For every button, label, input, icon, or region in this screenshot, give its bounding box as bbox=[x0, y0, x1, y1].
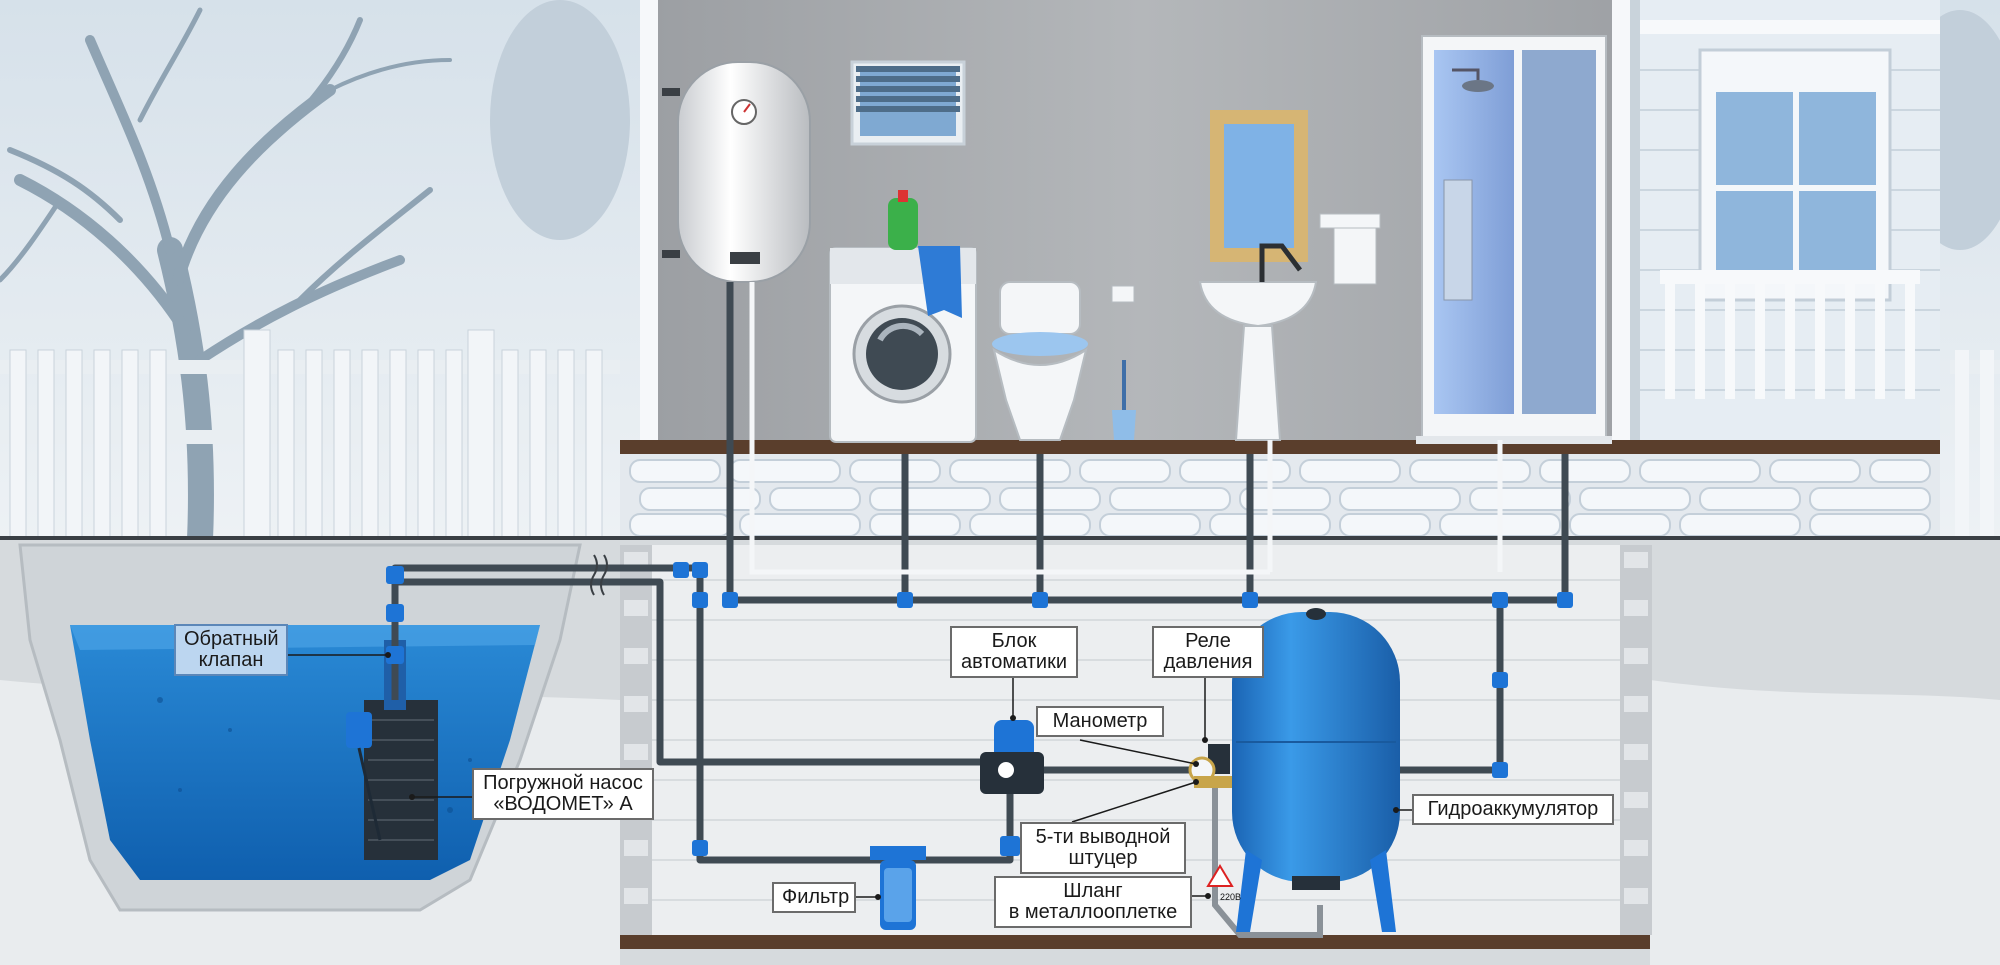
pump-label: Погружной насос «ВОДОМЕТ» А bbox=[472, 768, 654, 820]
sink bbox=[1198, 110, 1381, 441]
pressure-relay-label-line-2: давления bbox=[1163, 651, 1253, 673]
manometer-label: Манометр bbox=[1036, 706, 1164, 737]
fence-left bbox=[0, 329, 620, 541]
accumulator-label-line-1: Гидроаккумулятор bbox=[1427, 798, 1599, 820]
hose-label: Шланг в металлооплетке bbox=[994, 876, 1192, 928]
hose-label-line-2: в металлооплетке bbox=[1008, 901, 1178, 923]
washing-machine bbox=[829, 190, 977, 443]
accumulator-label: Гидроаккумулятор bbox=[1412, 794, 1614, 825]
leader-lines bbox=[284, 654, 1412, 898]
hydraulic-accumulator bbox=[1232, 608, 1400, 932]
shower-cabin bbox=[1416, 35, 1612, 444]
ground-line bbox=[0, 536, 2000, 540]
foundation bbox=[620, 440, 1940, 540]
manometer-label-line-1: Манометр bbox=[1052, 710, 1148, 732]
pipe-break-mark bbox=[590, 554, 608, 596]
automation-block-label-line-1: Блок bbox=[991, 630, 1037, 652]
hose-label-line-1: Шланг bbox=[1063, 880, 1123, 902]
bare-tree bbox=[0, 7, 452, 553]
pump-label-line-2: «ВОДОМЕТ» А bbox=[493, 793, 633, 815]
pressure-fitting bbox=[1188, 744, 1323, 938]
pressure-relay-label-line-1: Реле bbox=[1185, 630, 1231, 652]
water-heater bbox=[662, 61, 811, 283]
filter-label-line-1: Фильтр bbox=[782, 886, 850, 908]
filter-label: Фильтр bbox=[772, 882, 856, 913]
automation-block-label-line-2: автоматики bbox=[960, 651, 1068, 673]
leader-dots bbox=[385, 652, 1399, 900]
pipe-fittings bbox=[386, 562, 1573, 856]
fitting-label-line-2: штуцер bbox=[1068, 847, 1138, 869]
water-filter bbox=[870, 846, 926, 930]
automation-block bbox=[980, 720, 1044, 794]
drain-pipes bbox=[749, 282, 1503, 575]
toilet bbox=[992, 281, 1136, 441]
neighbor-house bbox=[1640, 0, 2000, 540]
basement bbox=[620, 545, 1652, 949]
fitting-label: 5-ти выводной штуцер bbox=[1020, 822, 1186, 874]
submersible-pump bbox=[346, 640, 438, 860]
pressure-relay-label: Реле давления bbox=[1152, 626, 1264, 678]
automation-block-label: Блок автоматики bbox=[950, 626, 1078, 678]
bathroom-window bbox=[850, 60, 966, 146]
warning-sign-text: 220В bbox=[1220, 892, 1241, 902]
check-valve-label: Обратный клапан bbox=[174, 624, 288, 676]
pump-label-line-1: Погружной насос bbox=[483, 772, 643, 794]
check-valve-label-line-1: Обратный bbox=[184, 628, 279, 650]
check-valve-label-line-2: клапан bbox=[198, 649, 264, 671]
fitting-label-line-1: 5-ти выводной bbox=[1035, 826, 1171, 848]
